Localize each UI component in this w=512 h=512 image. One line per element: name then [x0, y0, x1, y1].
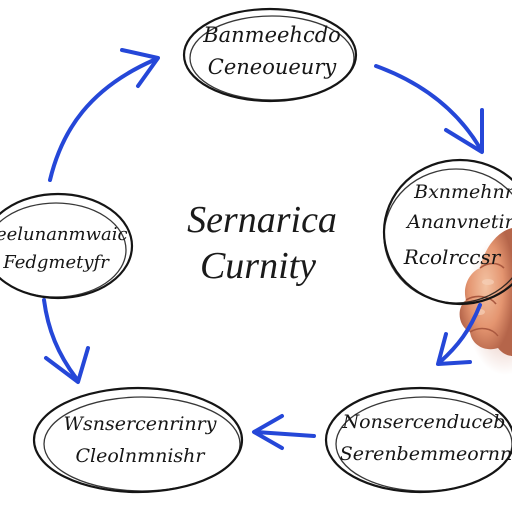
node-bottom-right-line1: Nonsercenduceb	[342, 411, 506, 433]
curved-arrow-icon	[436, 303, 482, 366]
node-bottom-right-line2: Serenbemmeornn	[340, 443, 512, 465]
node-right-line2: Ananvnetin	[405, 211, 512, 233]
node-bottom-left-line1: Wsnsercenrinry	[64, 413, 217, 435]
center-title-line1: Sernarica	[187, 199, 337, 241]
node-right-line1: Bxnmehnr	[413, 181, 512, 203]
curved-arrow-icon	[48, 48, 160, 182]
node-bottom-right: Nonsercenduceb Serenbemmeornn	[324, 386, 512, 494]
straight-arrow-icon	[252, 414, 316, 450]
node-right-line3: Rcolrccsr	[403, 245, 502, 269]
center-title: Sernarica Curnity	[187, 199, 337, 287]
node-right: Bxnmehnr Ananvnetin Rcolrccsr	[382, 158, 512, 306]
node-top: Banmeehcdo Ceneoueury	[182, 7, 358, 103]
curved-arrow-icon	[374, 64, 484, 154]
node-bottom-left: Wsnsercenrinry Cleolnmnishr	[32, 386, 244, 494]
node-left-line2: Fedgmetyfr	[2, 252, 110, 273]
node-bottom-left-line2: Cleolnmnishr	[75, 445, 206, 467]
node-left-line1: Feelunanmwaic	[0, 224, 128, 245]
node-left: Feelunanmwaic Fedgmetyfr	[0, 192, 134, 300]
center-title-line2: Curnity	[200, 245, 316, 287]
cycle-arrows	[42, 48, 484, 450]
node-top-line2: Ceneoueury	[208, 55, 338, 79]
curved-arrow-icon	[42, 298, 90, 384]
node-top-line1: Banmeehcdo	[202, 23, 341, 47]
